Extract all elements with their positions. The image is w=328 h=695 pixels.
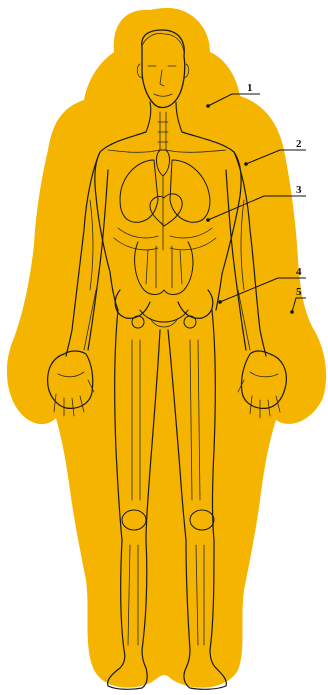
leader-dot-2 <box>244 162 248 166</box>
callout-3: 3 <box>296 184 302 196</box>
callout-5: 5 <box>296 286 302 298</box>
leader-dot-3 <box>206 218 210 222</box>
callout-1: 1 <box>247 82 253 94</box>
leader-dot-1 <box>206 104 210 108</box>
leader-dot-4 <box>218 300 222 304</box>
callout-2: 2 <box>296 138 302 150</box>
body-halo <box>7 8 326 688</box>
leader-dot-5 <box>290 310 294 314</box>
callout-4: 4 <box>296 266 302 278</box>
